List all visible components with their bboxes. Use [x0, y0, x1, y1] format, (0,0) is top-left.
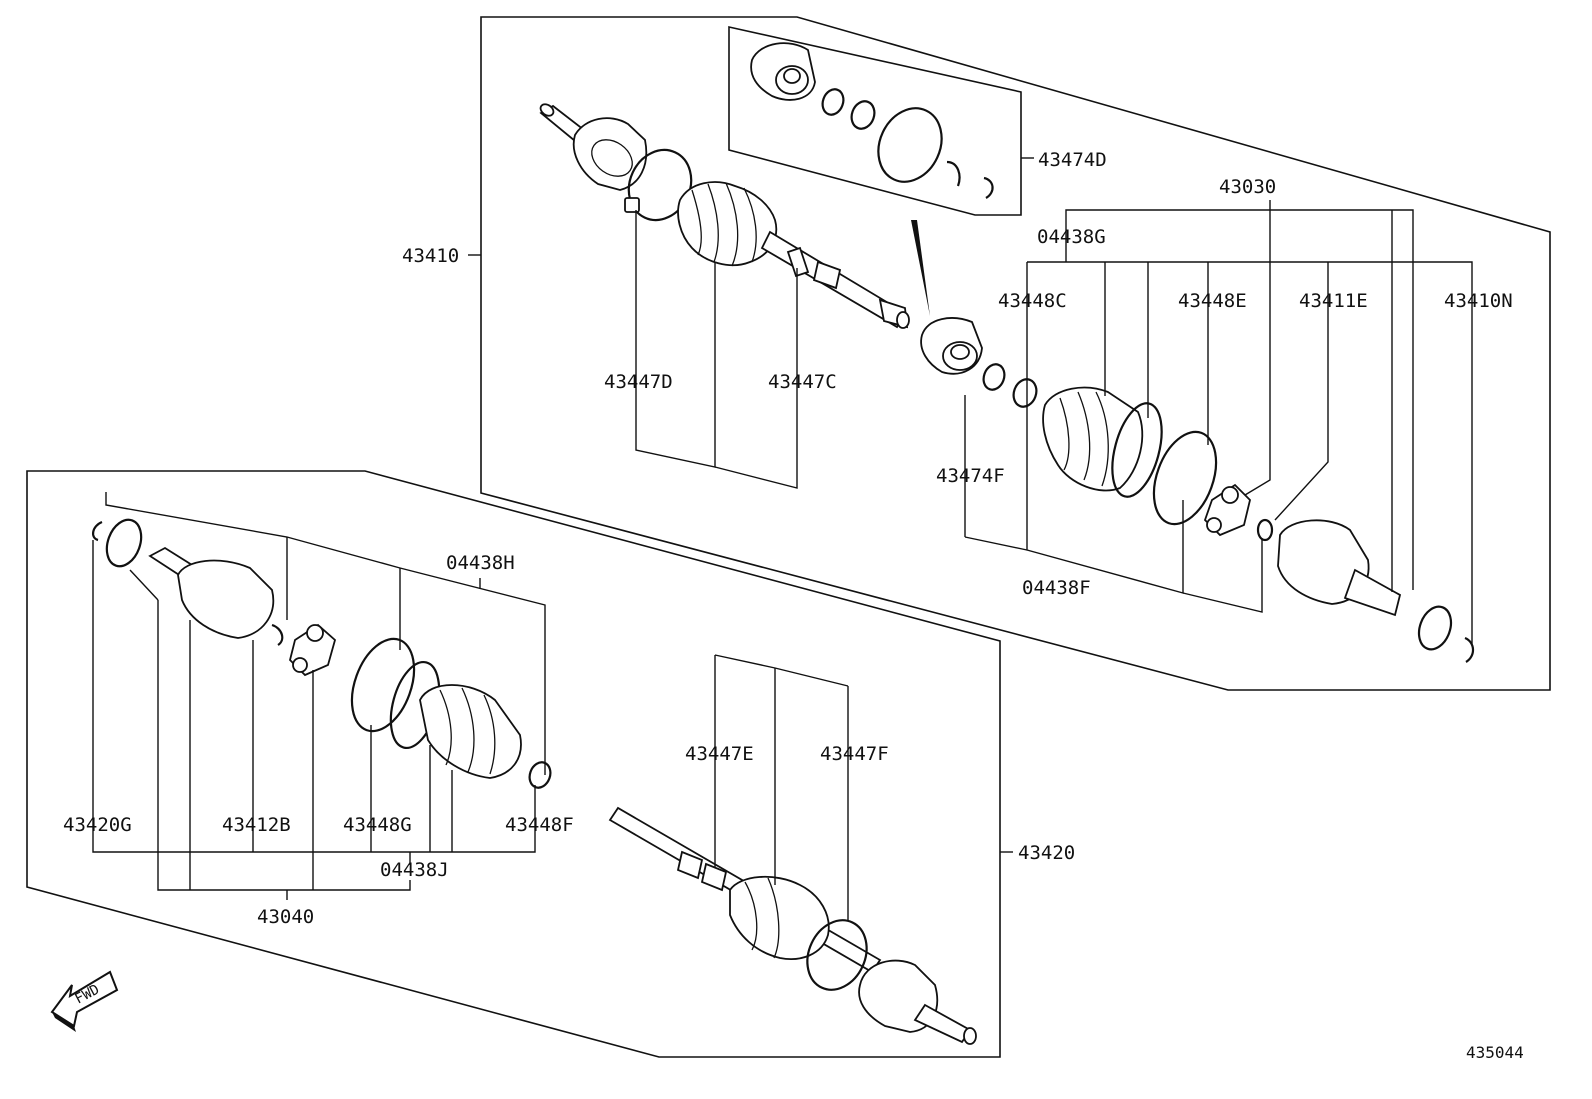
label-04438f: 04438F: [1022, 577, 1091, 599]
kit-43474d-frame: [728, 26, 1022, 216]
upper-leader-lines: [468, 157, 1473, 645]
label-43447d: 43447D: [604, 371, 673, 393]
label-04438j: 04438J: [380, 859, 449, 881]
label-43448f: 43448F: [505, 814, 574, 836]
label-04438g: 04438G: [1037, 226, 1106, 248]
upper-inner-joint-parts: [920, 317, 1475, 663]
label-43030: 43030: [1219, 176, 1276, 198]
label-43447f: 43447F: [820, 743, 889, 765]
upper-shaft-assembly: [539, 103, 910, 329]
label-43420: 43420: [1018, 842, 1075, 864]
lower-inner-housing: [177, 559, 275, 639]
kit-43474d-parts: [750, 42, 994, 199]
label-43410: 43410: [402, 245, 459, 267]
label-43474d: 43474D: [1038, 149, 1107, 171]
lower-leader-lines: [92, 492, 1013, 920]
fwd-arrow-icon: FWD: [50, 970, 119, 1032]
label-04438h: 04438H: [446, 552, 515, 574]
label-43420g: 43420G: [63, 814, 132, 836]
lower-assembly-frame: [26, 470, 1001, 1058]
label-43447c: 43447C: [768, 371, 837, 393]
indicator-wedge: [911, 220, 930, 316]
upper-assembly-frame: [480, 16, 1551, 691]
lower-inner-boot: [419, 684, 522, 779]
upper-inner-boot: [1042, 386, 1144, 492]
lower-shaft-assembly: [92, 518, 977, 1045]
label-43448e: 43448E: [1178, 290, 1247, 312]
label-43448c: 43448C: [998, 290, 1067, 312]
label-43410n: 43410N: [1444, 290, 1513, 312]
figure-number: 435044: [1466, 1043, 1524, 1062]
label-43040: 43040: [257, 906, 314, 928]
label-43411e: 43411E: [1299, 290, 1368, 312]
label-43447e: 43447E: [685, 743, 754, 765]
label-43474f: 43474F: [936, 465, 1005, 487]
label-43448g: 43448G: [343, 814, 412, 836]
label-43412b: 43412B: [222, 814, 291, 836]
outer-cv-joint: [572, 117, 648, 191]
lower-outboard-boot: [729, 875, 830, 960]
